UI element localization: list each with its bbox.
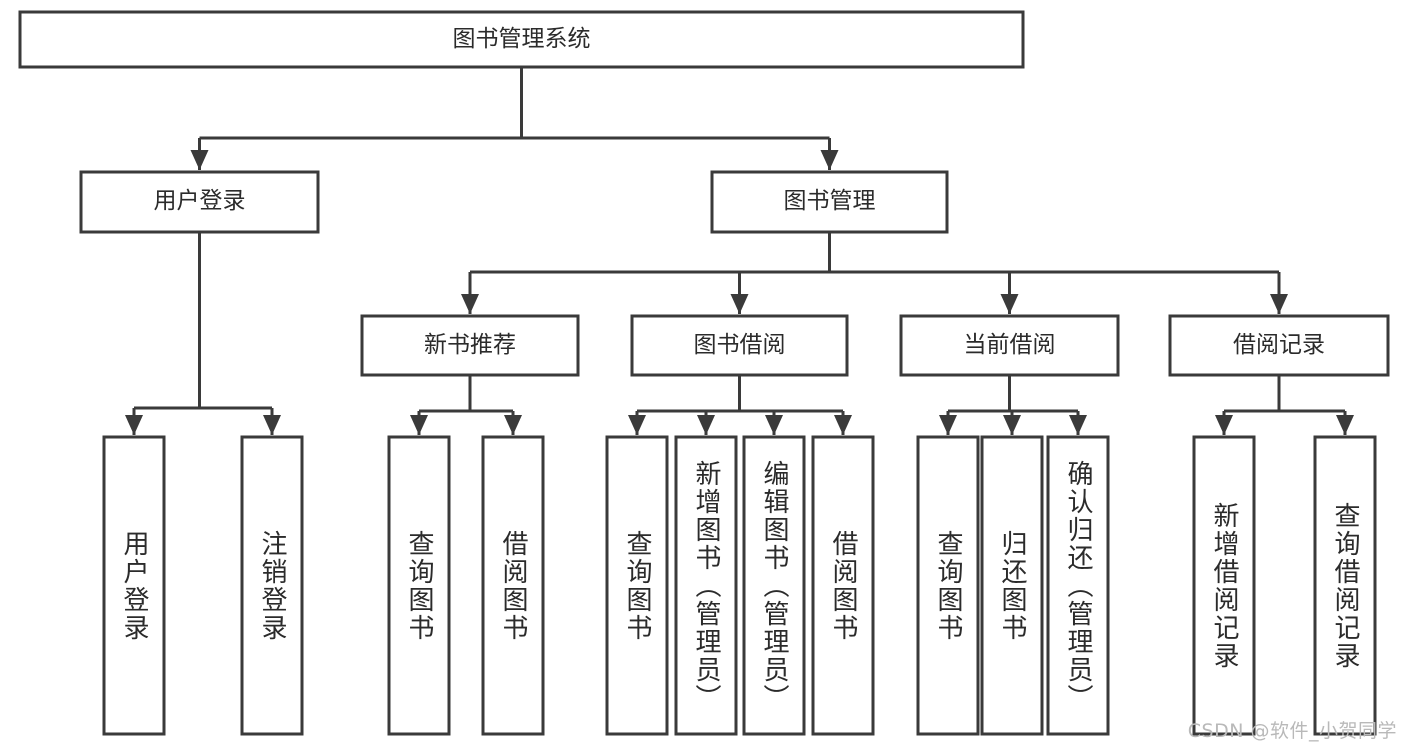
node-box-current-borrow[interactable] xyxy=(899,314,1120,377)
arrow-to-leaf-confirm-return xyxy=(1069,415,1087,435)
connector-edges xyxy=(125,67,1354,435)
node-box-root[interactable] xyxy=(18,10,1025,69)
node-box-leaf-borrow-book[interactable] xyxy=(811,435,875,736)
arrow-to-leaf-borrow-book-rec xyxy=(504,415,522,435)
node-box-leaf-user-login[interactable] xyxy=(102,435,166,736)
arrow-to-leaf-return-book xyxy=(1003,415,1021,435)
arrow-to-leaf-add-book xyxy=(697,415,715,435)
arrow-to-leaf-add-record xyxy=(1215,415,1233,435)
arrow-to-new-book-rec xyxy=(461,294,479,314)
arrow-to-leaf-query-book-current xyxy=(939,415,957,435)
node-box-book-manage[interactable] xyxy=(710,170,949,234)
node-box-borrow-record[interactable] xyxy=(1168,314,1390,377)
csdn-watermark: CSDN @软件_小贺同学 xyxy=(1187,720,1397,742)
node-box-leaf-query-book-current[interactable] xyxy=(916,435,980,736)
node-box-leaf-add-book[interactable] xyxy=(674,435,738,736)
arrow-to-leaf-borrow-book xyxy=(834,415,852,435)
arrow-to-leaf-edit-book xyxy=(765,415,783,435)
node-box-user-login[interactable] xyxy=(79,170,320,234)
node-box-leaf-edit-book[interactable] xyxy=(742,435,806,736)
node-box-new-book-rec[interactable] xyxy=(360,314,580,377)
arrow-to-borrow-record xyxy=(1270,294,1288,314)
arrow-to-leaf-logout xyxy=(263,415,281,435)
arrow-to-current-borrow xyxy=(1000,294,1019,314)
node-box-book-borrow[interactable] xyxy=(630,314,849,377)
node-box-leaf-query-book-borrow[interactable] xyxy=(605,435,669,736)
node-box-leaf-return-book[interactable] xyxy=(980,435,1044,736)
node-box-leaf-borrow-book-rec[interactable] xyxy=(481,435,545,736)
node-box-leaf-logout[interactable] xyxy=(240,435,304,736)
arrow-to-leaf-query-record xyxy=(1336,415,1354,435)
node-box-leaf-query-book-rec[interactable] xyxy=(387,435,451,736)
node-box-leaf-query-record[interactable] xyxy=(1313,435,1377,736)
arrow-to-leaf-query-book-borrow xyxy=(628,415,646,435)
arrow-to-user-login xyxy=(190,150,209,170)
arrow-to-book-borrow xyxy=(730,294,749,314)
node-box-leaf-confirm-return[interactable] xyxy=(1046,435,1110,736)
arrow-to-book-manage xyxy=(820,150,839,170)
node-box-leaf-add-record[interactable] xyxy=(1192,435,1256,736)
arrow-to-leaf-user-login xyxy=(125,415,143,435)
arrow-to-leaf-query-book-rec xyxy=(410,415,428,435)
